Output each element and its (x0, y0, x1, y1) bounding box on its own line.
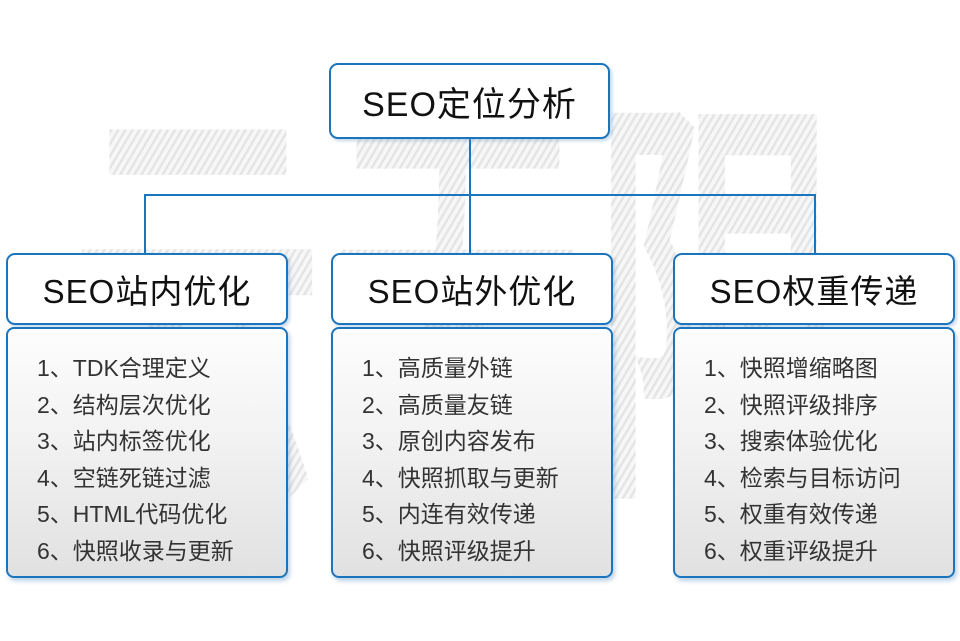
branch-header-offsite: SEO站外优化 (331, 253, 613, 325)
list-item: 2、快照评级排序 (704, 391, 878, 418)
list-item: 1、TDK合理定义 (37, 355, 211, 381)
list-item: 3、站内标签优化 (37, 428, 211, 454)
list-item: 1、高质量外链 (362, 355, 513, 381)
branch-header-label: SEO权重传递 (709, 273, 919, 310)
list-item: 3、原创内容发布 (362, 428, 536, 454)
list-item: 2、高质量友链 (362, 391, 513, 418)
list-item: 6、权重评级提升 (704, 537, 878, 564)
connector-branch-mid (469, 194, 471, 254)
branch-header-onsite: SEO站内优化 (6, 253, 288, 325)
root-node-label: SEO定位分析 (362, 85, 577, 124)
list-item: 1、快照增缩略图 (704, 355, 878, 381)
list-item: 4、空链死链过滤 (37, 464, 211, 491)
branch-header-weight: SEO权重传递 (673, 253, 955, 325)
branch-panel-offsite: 1、高质量外链 2、高质量友链 3、原创内容发布 4、快照抓取与更新 5、内连有… (331, 327, 613, 578)
connector-horizontal (144, 194, 816, 196)
list-item: 4、快照抓取与更新 (362, 464, 559, 491)
list-item: 5、内连有效传递 (362, 501, 536, 527)
list-item: 3、搜索体验优化 (704, 428, 878, 454)
branch-header-label: SEO站外优化 (367, 273, 577, 310)
list-item: 2、结构层次优化 (37, 391, 211, 418)
list-item: 5、权重有效传递 (704, 501, 878, 527)
list-item: 5、HTML代码优化 (37, 501, 228, 527)
list-item: 6、快照评级提升 (362, 537, 536, 564)
root-node: SEO定位分析 (329, 63, 610, 139)
connector-branch-left (144, 194, 146, 254)
connector-root-down (469, 138, 471, 196)
connector-branch-right (814, 194, 816, 254)
list-item: 6、快照收录与更新 (37, 537, 234, 564)
list-item: 4、检索与目标访问 (704, 464, 901, 491)
branch-header-label: SEO站内优化 (42, 273, 252, 310)
branch-panel-onsite: 1、TDK合理定义 2、结构层次优化 3、站内标签优化 4、空链死链过滤 5、H… (6, 327, 288, 578)
branch-panel-weight: 1、快照增缩略图 2、快照评级排序 3、搜索体验优化 4、检索与目标访问 5、权… (673, 327, 955, 578)
